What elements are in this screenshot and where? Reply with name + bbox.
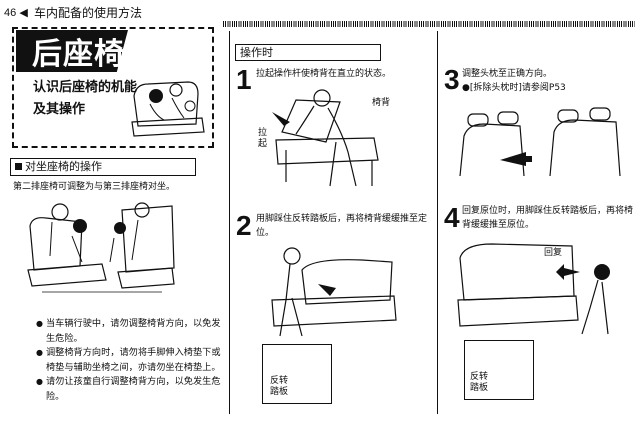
column-divider	[229, 31, 230, 414]
lever-pull-illustration	[272, 89, 379, 187]
pedal-label: 反转踏板	[270, 376, 289, 397]
step-text: 拉起操作杆使椅背在直立的状态。	[256, 69, 392, 79]
pedal-inset	[262, 344, 332, 404]
step-number: 3	[444, 64, 460, 95]
reference-link[interactable]: 拆除头枕时	[473, 83, 519, 93]
facing-seats-illustration	[27, 202, 175, 293]
page-subtitle: 认识后座椅的机能及其操作	[33, 80, 138, 117]
step-text: 回复原位时，用脚踩住反转踏板后，再将椅背缓缓推至原位。	[462, 206, 634, 230]
square-bullet-icon	[15, 163, 22, 170]
pedal-label: 反转踏板	[470, 372, 489, 393]
title-tab	[16, 30, 128, 72]
page-number: 46 ◀	[4, 7, 28, 19]
reference-note: ●[拆除头枕时]请参阅P53	[462, 83, 566, 93]
chapter-header: 车内配备的使用方法	[34, 6, 143, 20]
family-seat-illustration	[131, 81, 205, 137]
header-stripe	[223, 21, 635, 27]
warning-item: 调整椅背方向时，请勿将手脚伸入椅垫下或椅垫与辅助坐椅之间，亦请勿坐在椅垫上。	[36, 346, 227, 375]
warning-item: 请勿让孩童自行调整椅背方向，以免发生危险。	[36, 375, 227, 404]
headrest-illustration	[459, 107, 621, 177]
operation-heading: 操作时	[235, 44, 381, 61]
section-heading: 对坐座椅的操作	[10, 158, 196, 176]
restore-label: 回复	[544, 248, 563, 258]
step-number: 4	[444, 202, 460, 233]
step-text: 用脚踩住反转踏板后，再将椅背缓缓推至定位。	[256, 214, 428, 238]
intro-text: 第二排座椅可调整为与第三排座椅对坐。	[13, 182, 176, 192]
backrest-label: 椅背	[372, 98, 391, 108]
pull-up-label: 拉起	[258, 128, 268, 149]
pedal-inset	[464, 340, 534, 400]
warning-list: 当车辆行驶中，请勿调整椅背方向，以免发生危险。 调整椅背方向时，请勿将手脚伸入椅…	[36, 317, 227, 404]
seat-restore-illustration	[457, 243, 610, 335]
step-text: 调整头枕至正确方向。	[462, 69, 553, 79]
step-number: 1	[236, 64, 252, 95]
warning-item: 当车辆行驶中，请勿调整椅背方向，以免发生危险。	[36, 317, 227, 346]
column-divider	[437, 31, 438, 414]
page-title: 后座椅	[32, 37, 125, 72]
pedal-push-illustration	[271, 247, 397, 337]
step-number: 2	[236, 210, 252, 241]
